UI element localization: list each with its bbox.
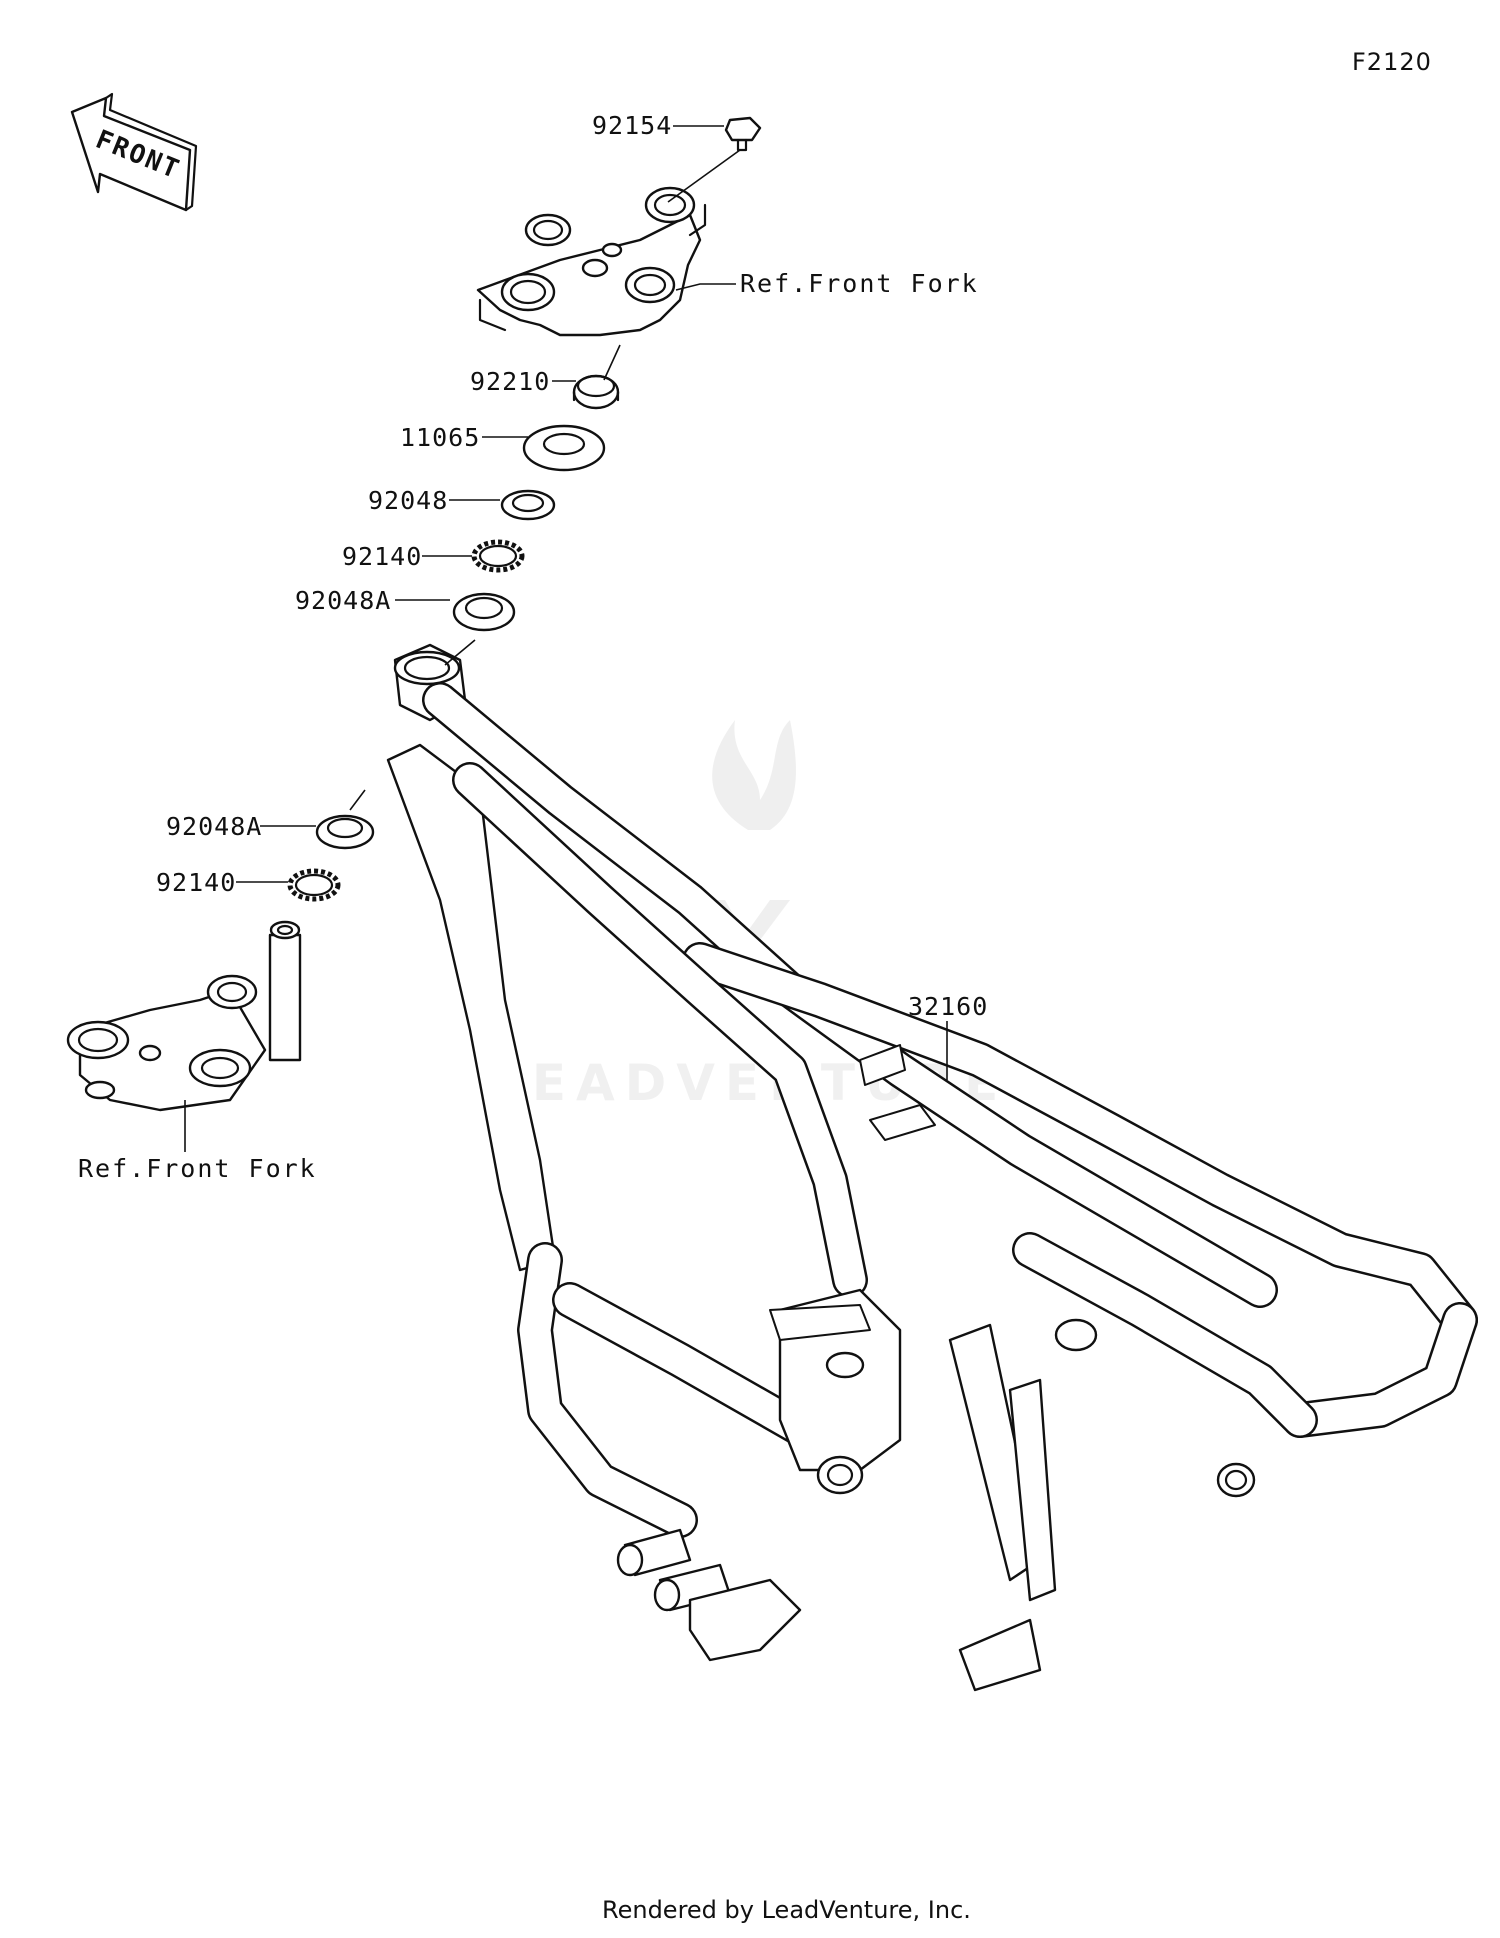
- leader-lines: [184, 125, 948, 1152]
- leadventure-watermark: LEADVENTURE: [490, 720, 998, 1112]
- steering-stem-part: [66, 920, 302, 1112]
- callout-92048A-upper: 92048A: [295, 586, 391, 615]
- race-92048A-lower-part: [315, 814, 375, 850]
- upper-bracket-part: [476, 186, 707, 337]
- race-92048-part: [500, 489, 556, 521]
- front-direction-arrow: FRONT: [70, 92, 198, 212]
- callout-92154: 92154: [592, 111, 672, 140]
- callout-92210: 92210: [470, 367, 550, 396]
- callout-92140-upper: 92140: [342, 542, 422, 571]
- frame-32160-part: [386, 643, 1478, 1692]
- ball-ring-92140-upper-part: [471, 539, 525, 573]
- diagram-code: F2120: [1352, 48, 1432, 76]
- washer-11065-part: [522, 424, 606, 472]
- callout-32160: 32160: [908, 992, 988, 1021]
- callout-ref-front-fork-upper: Ref.Front Fork: [740, 269, 979, 298]
- race-92048A-upper-part: [452, 592, 516, 632]
- footer-credit: Rendered by LeadVenture, Inc.: [602, 1896, 971, 1924]
- callout-ref-front-fork-lower: Ref.Front Fork: [78, 1154, 317, 1183]
- ball-ring-92140-lower-part: [287, 868, 341, 902]
- callout-92048A-lower: 92048A: [166, 812, 262, 841]
- callout-11065: 11065: [400, 423, 480, 452]
- callout-92048: 92048: [368, 486, 448, 515]
- nut-92210-part: [572, 374, 620, 410]
- bolt-92154-part: [724, 116, 762, 152]
- callout-92140-lower: 92140: [156, 868, 236, 897]
